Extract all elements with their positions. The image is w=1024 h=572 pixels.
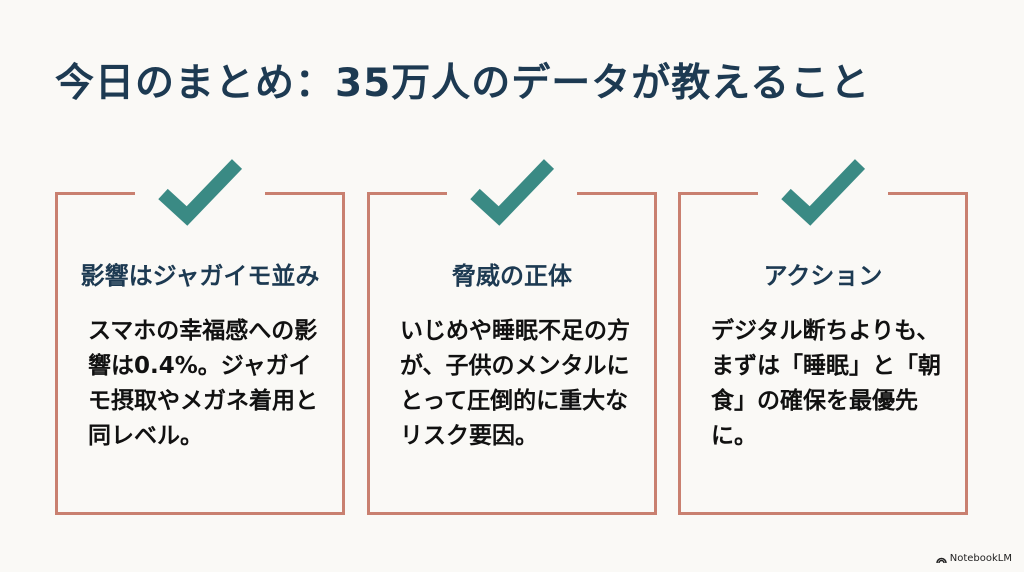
card-heading: 脅威の正体	[452, 262, 572, 290]
checkmark-icon	[158, 159, 243, 226]
card-heading: アクション	[763, 262, 883, 290]
border-top-left	[678, 192, 758, 195]
notebooklm-logo-icon	[936, 557, 947, 563]
brand-label: NotebookLM	[949, 553, 1012, 564]
page-title: 今日のまとめ：35万人のデータが教えること	[55, 61, 871, 106]
card-body: デジタル断ちよりも、まずは「睡眠」と「朝食」の確保を最優先に。	[711, 318, 941, 449]
checkmark-icon	[781, 159, 866, 226]
border-top-right	[888, 192, 968, 195]
border-top-left	[55, 192, 135, 195]
border-top-right	[577, 192, 657, 195]
summary-card-impact: 影響はジャガイモ並み スマホの幸福感への影響は0.4%。ジャガイモ摂取やメガネ着…	[55, 159, 345, 515]
border-top-right	[265, 192, 345, 195]
checkmark-icon	[470, 159, 555, 226]
card-body: スマホの幸福感への影響は0.4%。ジャガイモ摂取やメガネ着用と同レベル。	[88, 318, 318, 449]
card-body: いじめや睡眠不足の方が、子供のメンタルにとって圧倒的に重大なリスク要因。	[400, 318, 630, 449]
card-heading: 影響はジャガイモ並み	[80, 262, 320, 290]
notebooklm-watermark: NotebookLM	[936, 553, 1012, 564]
summary-card-action: アクション デジタル断ちよりも、まずは「睡眠」と「朝食」の確保を最優先に。	[678, 159, 968, 515]
border-top-left	[367, 192, 447, 195]
summary-card-threat: 脅威の正体 いじめや睡眠不足の方が、子供のメンタルにとって圧倒的に重大なリスク要…	[367, 159, 657, 515]
